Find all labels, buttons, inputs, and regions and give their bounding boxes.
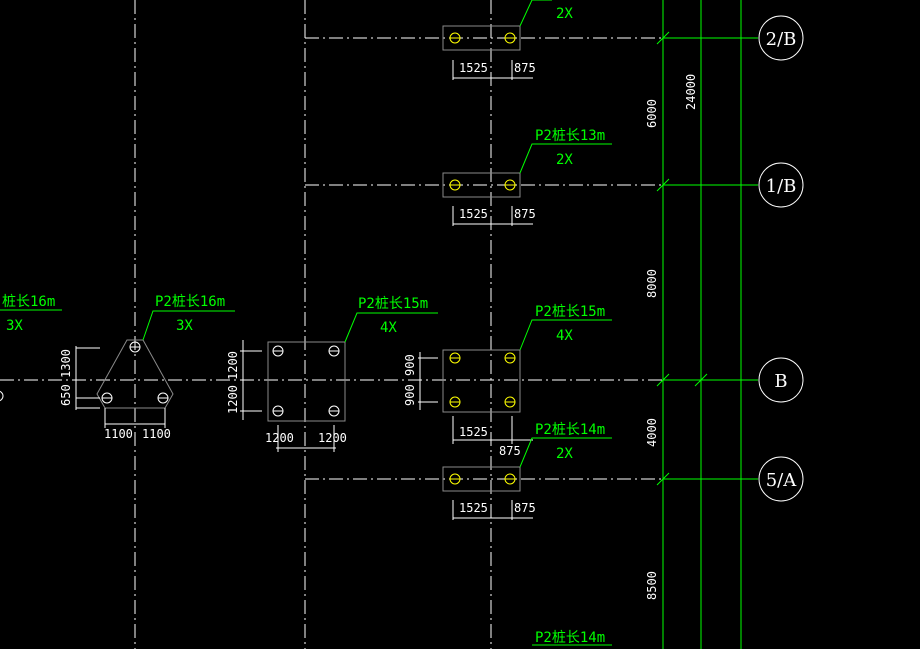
pile-label-p4: P2桩长14m — [535, 421, 605, 438]
dim-right-900-bot: 900 — [403, 384, 417, 406]
dim-tri-650: 650 — [59, 384, 73, 406]
pile-count-tri: 3X — [176, 318, 193, 334]
pile-count-top: 2X — [556, 6, 573, 22]
horizontal-center-lines — [0, 37, 758, 480]
dim-tri-1100-left: 1100 — [104, 427, 133, 441]
spacing-6000: 6000 — [645, 99, 659, 128]
pile-count-right: 4X — [556, 328, 573, 344]
axis-bubble-B[interactable]: B — [758, 357, 804, 403]
svg-text:5/A: 5/A — [766, 470, 798, 491]
pile-cap-triangle[interactable]: P2桩长16m 3X 1300 650 1100 1100 — [59, 293, 235, 441]
svg-text:2/B: 2/B — [766, 29, 797, 50]
pile-label-mid: P2桩长15m — [358, 295, 428, 312]
axis-bubble-5A[interactable]: 5/A — [758, 456, 804, 502]
dim-right-900-top: 900 — [403, 354, 417, 376]
pile-cap-B[interactable]: P2桩长15m 4X 900 900 — [403, 303, 612, 413]
spacing-8000: 8000 — [645, 269, 659, 298]
dim-cap-top-1525: 1525 — [459, 61, 488, 75]
vertical-center-lines — [134, 0, 492, 649]
svg-text:B: B — [774, 371, 787, 392]
spacing-8500: 8500 — [645, 571, 659, 600]
axis-bubble-1B[interactable]: 1/B — [758, 162, 804, 208]
svg-text:1/B: 1/B — [766, 176, 797, 197]
dim-tri-1100-right: 1100 — [142, 427, 171, 441]
pile-label-tri: P2桩长16m — [155, 293, 225, 310]
dim-sq-1200-left: 1200 — [265, 431, 294, 445]
pile-label-left-edge: 桩长16m 3X — [0, 293, 62, 402]
dim-cap-B-875: 875 — [499, 444, 521, 458]
dim-cap-5A-1525: 1525 — [459, 501, 488, 515]
pile-label-bottom: P2桩长14m — [532, 629, 612, 646]
dim-tri-1300: 1300 — [59, 349, 73, 378]
pile-count-mid: 4X — [380, 320, 397, 336]
dim-cap-B-1525: 1525 — [459, 425, 488, 439]
green-dimension-lines — [656, 0, 758, 649]
spacing-24000: 24000 — [684, 74, 698, 110]
svg-text:桩长16m: 桩长16m — [2, 293, 55, 310]
pile-label-right: P2桩长15m — [535, 303, 605, 320]
pile-count-p1: 2X — [556, 152, 573, 168]
pile-cap-top[interactable]: 2X 1525 875 — [442, 0, 573, 80]
dim-cap-5A-875: 875 — [514, 501, 536, 515]
pile-cap-5A[interactable]: P2桩长14m 2X 1525 875 — [442, 421, 612, 520]
pile-cap-square[interactable]: P2桩长15m 4X 1200 1200 1200 1200 — [226, 295, 438, 452]
pile-label-p1: P2桩长13m — [535, 127, 605, 144]
spacing-4000: 4000 — [645, 418, 659, 447]
dim-cap-1B-875: 875 — [514, 207, 536, 221]
svg-text:P2桩长14m: P2桩长14m — [535, 629, 605, 646]
pile-count-p4: 2X — [556, 446, 573, 462]
dim-cap-top-875: 875 — [514, 61, 536, 75]
svg-text:3X: 3X — [6, 318, 23, 334]
grid-spacing-labels: 6000 24000 8000 4000 8500 — [645, 74, 698, 600]
dim-sq-1200-top: 1200 — [226, 351, 240, 380]
dim-sq-1200-right: 1200 — [318, 431, 347, 445]
axis-bubble-2B[interactable]: 2/B — [758, 15, 804, 61]
dims-cap-B: 1525 875 — [452, 416, 533, 458]
pile-cap-1B[interactable]: P2桩长13m 2X 1525 875 — [442, 127, 612, 226]
dim-sq-1200-bot: 1200 — [226, 385, 240, 414]
dim-cap-1B-1525: 1525 — [459, 207, 488, 221]
